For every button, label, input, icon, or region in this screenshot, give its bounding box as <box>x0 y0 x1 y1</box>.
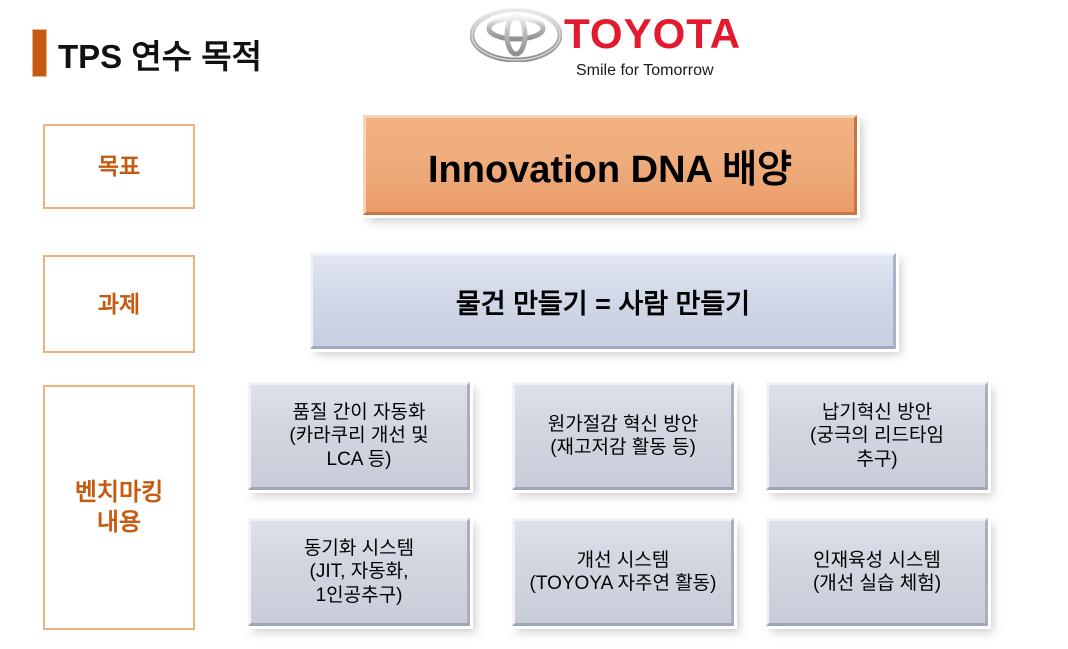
toyota-wordmark: TOYOTA <box>564 10 742 57</box>
benchmark-item-text: 동기화 시스템 (JIT, 자동화, 1인공추구) <box>303 538 415 606</box>
toyota-emblem-icon <box>470 8 562 62</box>
left-label-benchmark-text: 벤치마킹 내용 <box>74 478 164 536</box>
benchmark-item: 동기화 시스템 (JIT, 자동화, 1인공추구) <box>245 515 473 629</box>
left-label-task-text: 과제 <box>97 290 141 317</box>
benchmark-item-text: 인재육성 시스템 (개선 실습 체험) <box>812 549 942 594</box>
benchmark-item-text: 납기혁신 방안 (궁극의 리드타임 추구) <box>810 402 944 470</box>
page-title: TPS 연수 목적 <box>58 38 262 75</box>
benchmark-item: 원가절감 혁신 방안 (재고저감 활동 등) <box>509 379 737 493</box>
benchmark-item: 품질 간이 자동화 (카라쿠리 개선 및 LCA 등) <box>245 379 473 493</box>
title-accent-bar <box>32 29 47 77</box>
left-label-task: 과제 <box>43 255 195 353</box>
benchmark-item: 납기혁신 방안 (궁극의 리드타임 추구) <box>763 379 991 493</box>
task-statement-box: 물건 만들기 = 사람 만들기 <box>307 250 899 352</box>
benchmark-item-text: 원가절감 혁신 방안 (재고저감 활동 등) <box>547 413 699 458</box>
task-statement-text: 물건 만들기 = 사람 만들기 <box>455 288 751 319</box>
benchmark-grid: 품질 간이 자동화 (카라쿠리 개선 및 LCA 등) 원가절감 혁신 방안 (… <box>245 379 991 634</box>
benchmark-item-text: 품질 간이 자동화 (카라쿠리 개선 및 LCA 등) <box>289 402 429 470</box>
goal-statement-box: Innovation DNA 배양 <box>360 112 860 218</box>
toyota-tagline: Smile for Tomorrow <box>576 62 714 79</box>
left-label-benchmark: 벤치마킹 내용 <box>43 385 195 630</box>
left-label-goal-text: 목표 <box>97 153 141 180</box>
left-label-goal: 목표 <box>43 124 195 209</box>
toyota-logo: TOYOTA Smile for Tomorrow <box>470 6 770 86</box>
benchmark-item: 인재육성 시스템 (개선 실습 체험) <box>763 515 991 629</box>
benchmark-item-text: 개선 시스템 (TOYOYA 자주연 활동) <box>529 549 717 594</box>
benchmark-item: 개선 시스템 (TOYOYA 자주연 활동) <box>509 515 737 629</box>
goal-statement-text: Innovation DNA 배양 <box>427 148 793 191</box>
